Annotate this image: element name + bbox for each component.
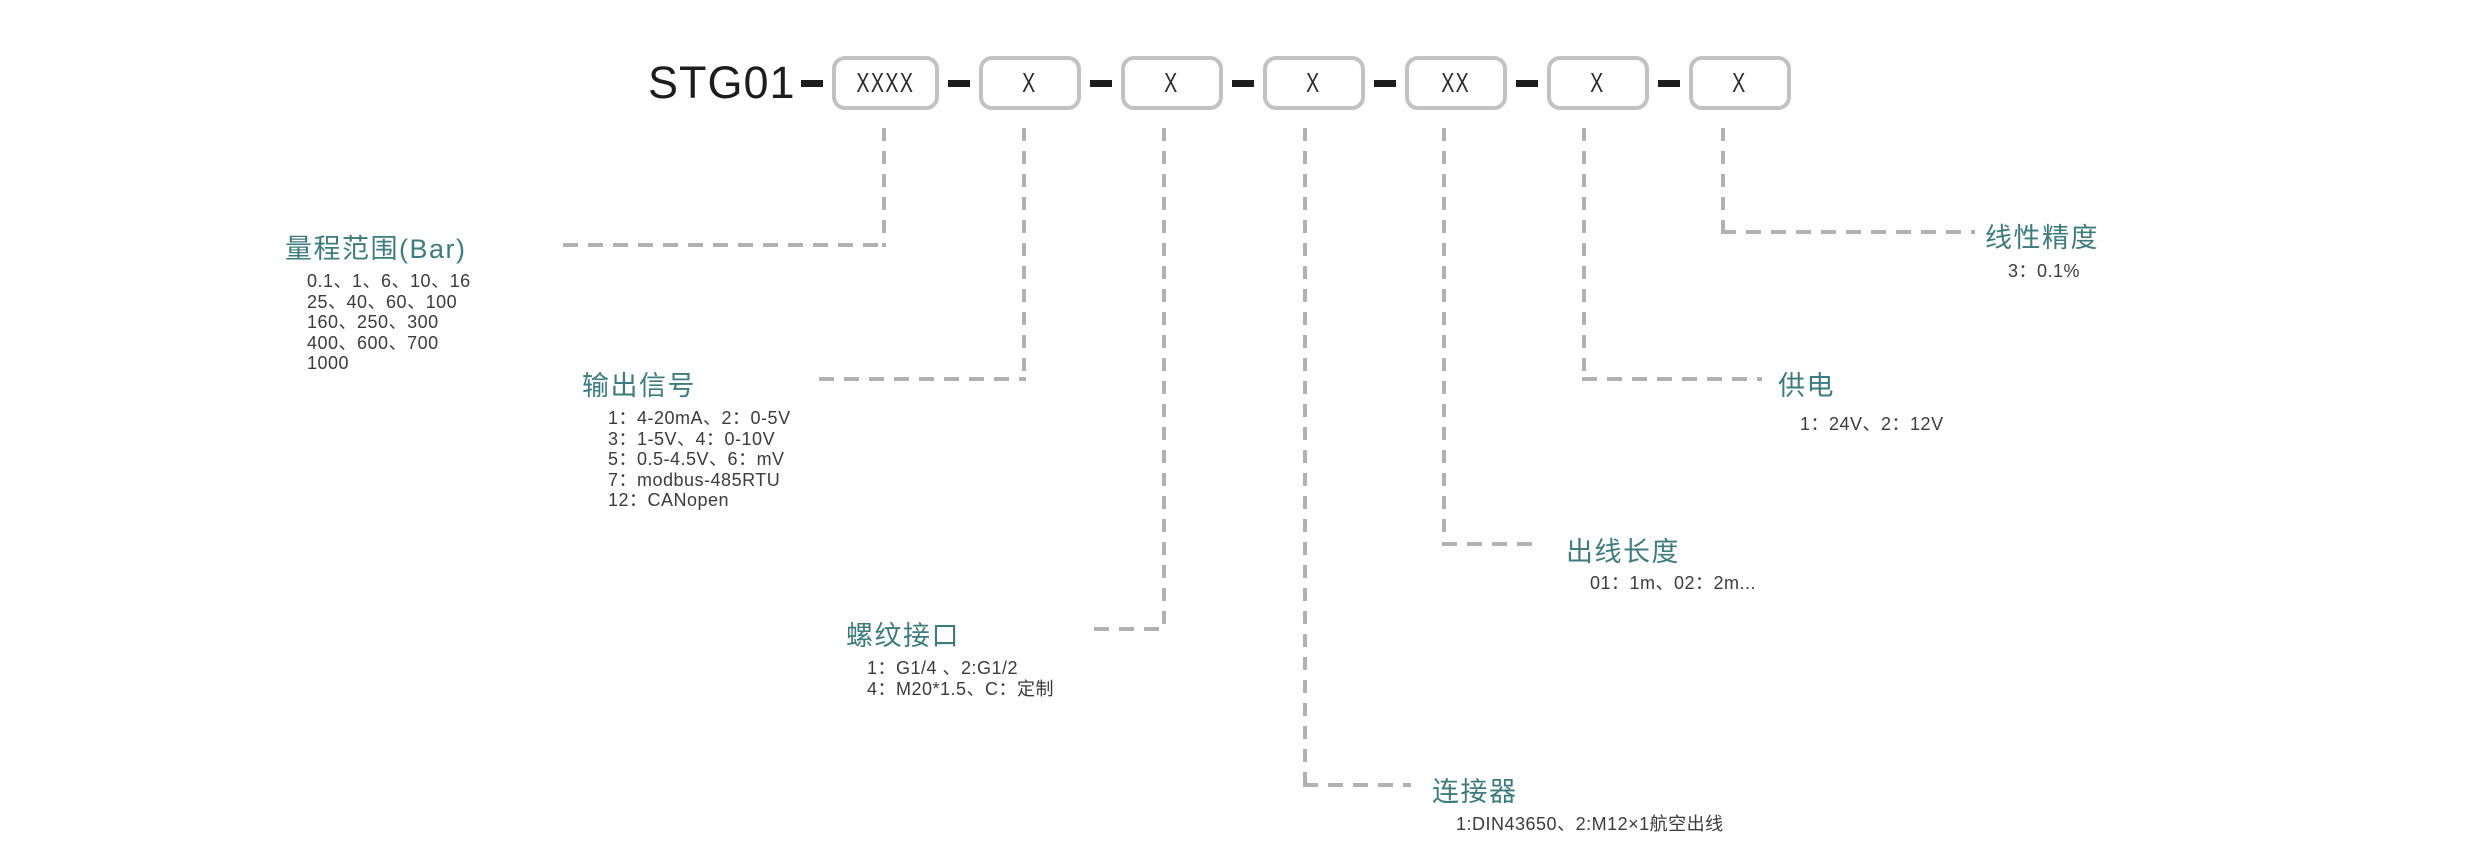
code-box-output-text: X	[1022, 67, 1037, 98]
spec-value-line: 7：modbus-485RTU	[608, 469, 781, 490]
leader-line-vertical-power	[1582, 128, 1586, 381]
model-title: STG01	[648, 57, 796, 108]
code-box-range-text: XXXX	[856, 67, 915, 98]
leader-line-horizontal-power	[1582, 377, 1762, 381]
leader-line-vertical-range	[882, 128, 886, 247]
spec-values-output: 1：4-20mA、2：0-5V 3：1-5V、4：0-10V 5：0.5-4.5…	[608, 408, 791, 511]
spec-values-range: 0.1、1、6、10、16 25、40、60、100 160、250、300 4…	[307, 271, 471, 374]
code-separator-dash	[1089, 79, 1112, 87]
spec-values-connector: 1:DIN43650、2:M12×1航空出线	[1456, 814, 1724, 835]
spec-value-line: 1：4-20mA、2：0-5V	[608, 408, 791, 428]
code-separator-dash	[947, 79, 970, 87]
spec-value-line: 5：0.5-4.5V、6：mV	[608, 449, 785, 469]
spec-values-cable-length: 01：1m、02：2m...	[1590, 573, 1756, 594]
spec-value-line: 1：G1/4 、2:G1/2	[867, 658, 1019, 678]
code-box-connector-text: X	[1306, 67, 1321, 98]
spec-label-range: 量程范围(Bar)	[285, 234, 467, 264]
leader-line-horizontal-cable-length	[1442, 542, 1542, 546]
spec-value-line: 4：M20*1.5、C：定制	[867, 678, 1055, 699]
code-box-thread-text: X	[1164, 67, 1179, 98]
spec-value-line: 0.1、1、6、10、16	[307, 271, 471, 291]
spec-label-connector: 连接器	[1432, 777, 1518, 807]
code-separator-dash	[800, 79, 823, 87]
code-box-power-text: X	[1590, 67, 1605, 98]
spec-value-line: 1:DIN43650、2:M12×1航空出线	[1456, 814, 1724, 834]
spec-values-thread: 1：G1/4 、2:G1/2 4：M20*1.5、C：定制	[867, 658, 1054, 699]
spec-value-line: 01：1m、02：2m...	[1590, 573, 1757, 593]
leader-line-horizontal-range	[563, 243, 886, 247]
leader-line-horizontal-accuracy	[1721, 230, 1975, 234]
leader-line-vertical-connector	[1303, 128, 1307, 787]
spec-value-line: 1000	[307, 353, 350, 373]
leader-line-horizontal-output	[819, 377, 1026, 381]
spec-label-cable-length: 出线长度	[1566, 537, 1680, 567]
leader-line-horizontal-connector	[1303, 783, 1411, 787]
leader-line-vertical-cable-length	[1442, 128, 1446, 546]
spec-label-power: 供电	[1778, 371, 1835, 401]
spec-value-line: 400、600、700	[307, 332, 439, 353]
spec-value-line: 3：1-5V、4：0-10V	[608, 428, 776, 449]
code-box-output: X	[978, 56, 1081, 110]
code-box-accuracy: X	[1688, 56, 1791, 110]
spec-label-output: 输出信号	[582, 371, 696, 401]
code-separator-dash	[1373, 79, 1396, 87]
code-box-accuracy-text: X	[1732, 67, 1747, 98]
code-box-cable-length: XX	[1404, 56, 1507, 110]
code-separator-dash	[1657, 79, 1680, 87]
spec-value-line: 3：0.1%	[2008, 261, 2081, 281]
code-box-power: X	[1546, 56, 1649, 110]
model-code-row: STG01 XXXX X X X XX X X	[648, 55, 1791, 111]
spec-values-power: 1：24V、2：12V	[1800, 414, 1944, 435]
code-box-range: XXXX	[831, 56, 939, 110]
spec-value-line: 160、250、300	[307, 312, 439, 332]
spec-value-line: 1：24V、2：12V	[1800, 414, 1944, 434]
code-separator-dash	[1231, 79, 1254, 87]
spec-values-accuracy: 3：0.1%	[2008, 261, 2080, 282]
code-box-cable-length-text: XX	[1441, 67, 1471, 98]
code-box-connector: X	[1262, 56, 1365, 110]
code-box-thread: X	[1120, 56, 1223, 110]
leader-line-horizontal-thread	[1094, 627, 1166, 631]
leader-line-vertical-thread	[1162, 128, 1166, 631]
spec-value-line: 25、40、60、100	[307, 291, 458, 312]
spec-value-line: 12：CANopen	[608, 490, 730, 510]
leader-line-vertical-output	[1022, 128, 1026, 381]
leader-line-vertical-accuracy	[1721, 128, 1725, 234]
code-separator-dash	[1515, 79, 1538, 87]
spec-label-accuracy: 线性精度	[1985, 223, 2099, 253]
spec-label-thread: 螺纹接口	[846, 621, 960, 651]
